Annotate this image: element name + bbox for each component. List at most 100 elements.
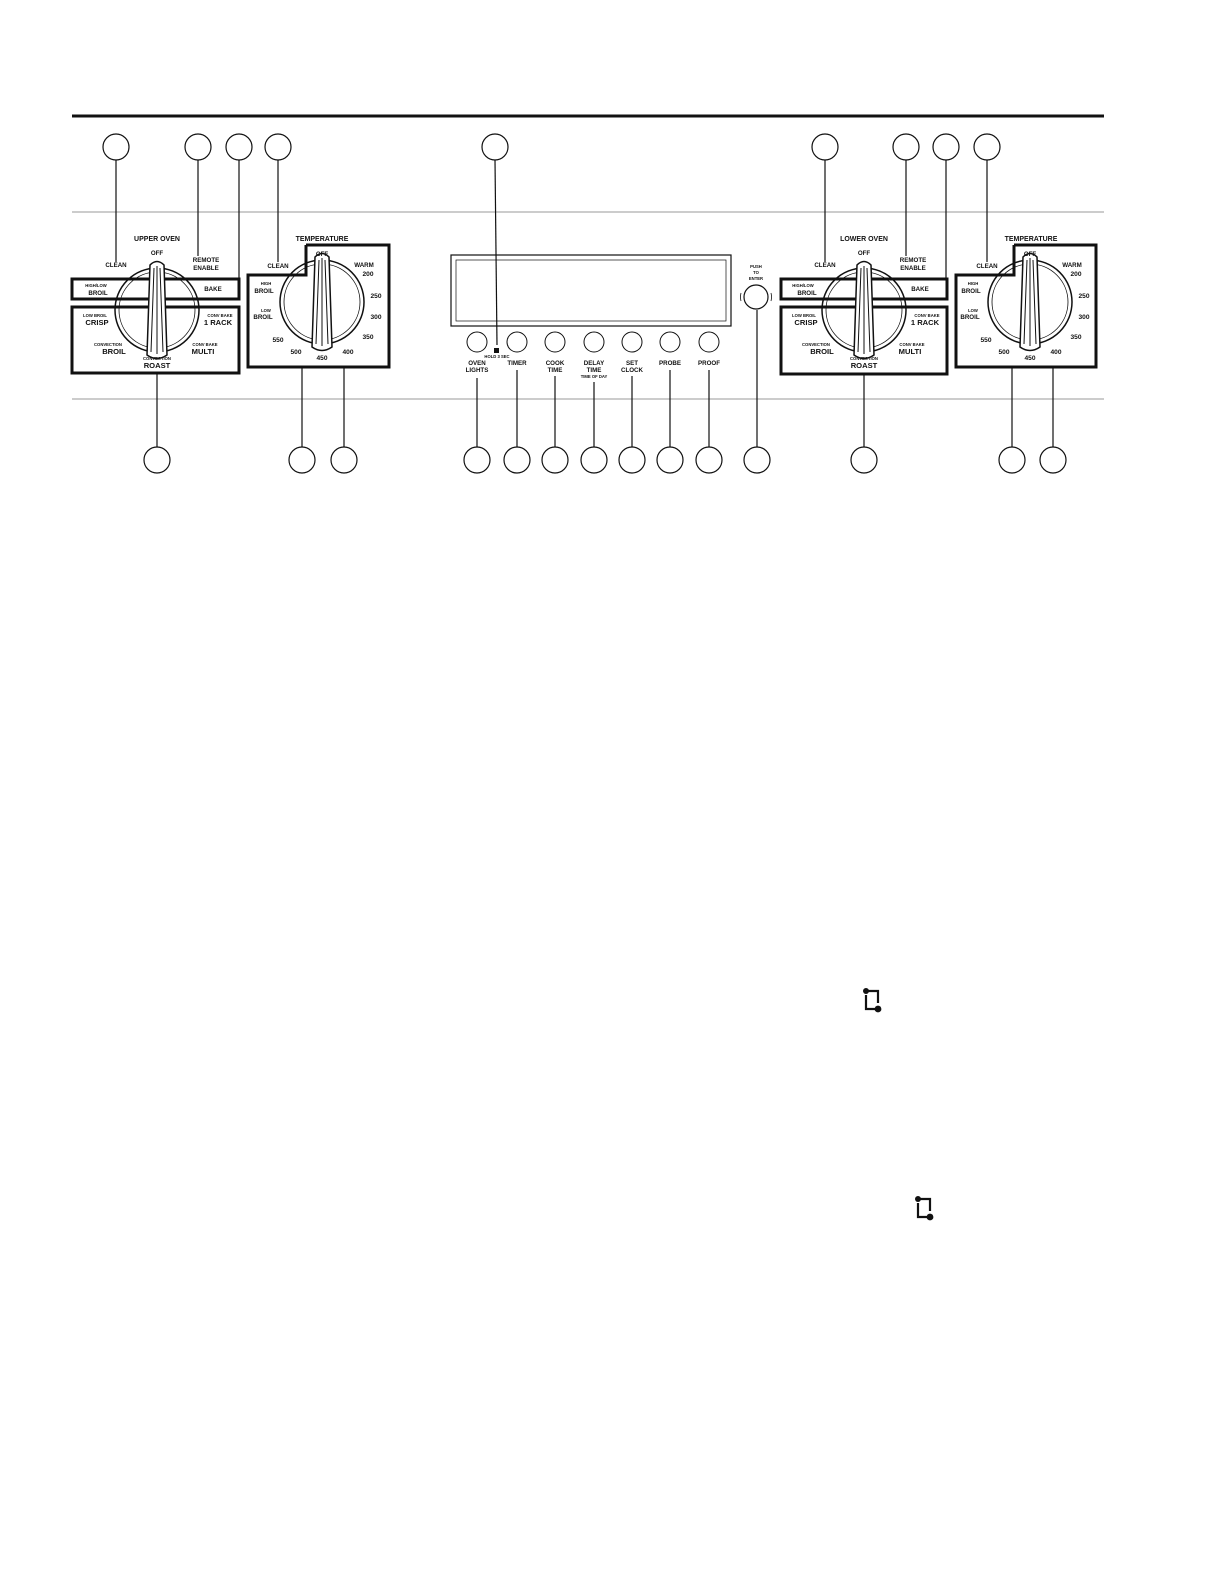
cook-time-label-2: TIME bbox=[548, 367, 563, 374]
upper-oven-temperature-dial-group: TEMPERATURE OFF CLEAN WARM HIGH BROIL LO… bbox=[246, 236, 391, 369]
callout-circle bbox=[892, 133, 920, 161]
delay-time-button[interactable] bbox=[583, 331, 605, 353]
upper-temp-500-label: 500 bbox=[290, 349, 301, 356]
upper-temp-450-label: 450 bbox=[316, 355, 327, 362]
callout-circle bbox=[288, 446, 316, 474]
proof-button[interactable] bbox=[698, 331, 720, 353]
callout-circle bbox=[695, 446, 723, 474]
lower-mode-lowbroil-label: LOW BROIL bbox=[792, 313, 816, 318]
callout-circle bbox=[973, 133, 1001, 161]
upper-temp-300-label: 300 bbox=[370, 314, 381, 321]
push-knob-left-arrow bbox=[740, 292, 742, 302]
lower-temp-knob-grip-shade bbox=[1023, 258, 1037, 346]
upper-temp-250-label: 250 bbox=[370, 293, 381, 300]
lower-temp-300-label: 300 bbox=[1078, 314, 1089, 321]
swap-icon[interactable] bbox=[863, 988, 882, 1013]
lower-mode-crisp-label: CRISP bbox=[794, 318, 817, 327]
upper-temp-knob-grip-shade bbox=[315, 258, 329, 346]
lower-mode-convbroil-label: BROIL bbox=[810, 347, 834, 356]
upper-temp-clean-label: CLEAN bbox=[267, 263, 289, 270]
lower-mode-off-label: OFF bbox=[858, 250, 871, 257]
upper-oven-title: UPPER OVEN bbox=[134, 236, 180, 243]
callout-circle bbox=[850, 446, 878, 474]
oven-lights-label-1: OVEN bbox=[468, 360, 486, 367]
lower-temp-low-label: LOW bbox=[968, 308, 978, 313]
upper-temp-lowbroil-label: BROIL bbox=[253, 314, 272, 321]
hold-lock-indicator bbox=[494, 348, 499, 353]
timer-label: TIMER bbox=[507, 360, 527, 367]
proof-label: PROOF bbox=[698, 360, 720, 367]
lower-mode-1rack-label: 1 RACK bbox=[911, 318, 940, 327]
callout-circle bbox=[463, 446, 491, 474]
lower-mode-convbake2-label: CONV BAKE bbox=[899, 342, 924, 347]
probe-label: PROBE bbox=[659, 360, 681, 367]
upper-temp-off-label: OFF bbox=[316, 251, 329, 258]
upper-oven-mode-dial-group: UPPER OVEN OFF CLEAN REMOTE ENABLE HIGH/… bbox=[70, 236, 241, 375]
callout-circle bbox=[184, 133, 212, 161]
upper-temp-350-label: 350 bbox=[362, 334, 373, 341]
oven-lights-button[interactable] bbox=[466, 331, 488, 353]
upper-mode-enable-label: ENABLE bbox=[193, 265, 218, 272]
callout-circle bbox=[541, 446, 569, 474]
callout-circle bbox=[1039, 446, 1067, 474]
display-window-outer bbox=[450, 254, 732, 327]
callout-circle bbox=[618, 446, 646, 474]
upper-mode-convection-label: CONVECTION bbox=[94, 342, 122, 347]
callout-circle bbox=[656, 446, 684, 474]
upper-temp-550-label: 550 bbox=[272, 337, 283, 344]
to-label: TO bbox=[753, 270, 759, 275]
swap-icon[interactable] bbox=[915, 1196, 934, 1221]
callout-circle bbox=[143, 446, 171, 474]
lower-temp-off-label: OFF bbox=[1024, 251, 1037, 258]
callout-circle bbox=[580, 446, 608, 474]
set-clock-label-1: SET bbox=[626, 360, 638, 367]
cook-time-button[interactable] bbox=[544, 331, 566, 353]
push-label: PUSH bbox=[750, 264, 762, 269]
lower-oven-mode-dial-group: LOWER OVEN OFF CLEAN REMOTE ENABLE HIGH/… bbox=[779, 236, 949, 376]
display-window-inner bbox=[455, 259, 727, 322]
upper-mode-knob-grip-shade bbox=[150, 266, 164, 354]
oven-lights-label-2: LIGHTS bbox=[466, 367, 489, 374]
leader-display bbox=[494, 159, 498, 346]
lower-temp-lowbroil-label: BROIL bbox=[960, 314, 979, 321]
push-to-enter-knob[interactable] bbox=[743, 284, 769, 310]
callout-circle bbox=[264, 133, 292, 161]
lower-mode-convbake-label: CONV BAKE bbox=[914, 313, 939, 318]
upper-temp-highlight-gap bbox=[246, 243, 306, 275]
callout-circle bbox=[998, 446, 1026, 474]
lower-temp-warm-label: WARM bbox=[1062, 262, 1082, 269]
upper-mode-1rack-label: 1 RACK bbox=[204, 318, 233, 327]
lower-temp-highbroil-label: BROIL bbox=[961, 288, 980, 295]
upper-mode-crisp-label: CRISP bbox=[85, 318, 108, 327]
upper-mode-roast-label: ROAST bbox=[144, 361, 171, 370]
enter-label: ENTER bbox=[749, 276, 763, 281]
upper-mode-multi-label: MULTI bbox=[192, 347, 215, 356]
upper-mode-bake-label: BAKE bbox=[204, 286, 222, 293]
set-clock-button[interactable] bbox=[621, 331, 643, 353]
lower-mode-enable-label: ENABLE bbox=[900, 265, 925, 272]
lower-mode-knob-grip-shade bbox=[857, 266, 871, 354]
lower-temp-350-label: 350 bbox=[1070, 334, 1081, 341]
lower-mode-convection-label: CONVECTION bbox=[802, 342, 830, 347]
lower-temp-highlight-corner bbox=[954, 245, 1016, 367]
upper-mode-broil-label: BROIL bbox=[88, 290, 107, 297]
lower-temp-high-label: HIGH bbox=[968, 281, 978, 286]
callout-circle bbox=[811, 133, 839, 161]
lower-oven-title: LOWER OVEN bbox=[840, 236, 888, 243]
callouts-top bbox=[102, 133, 1001, 346]
lower-mode-broil-label: BROIL bbox=[797, 290, 816, 297]
upper-temp-low-label: LOW bbox=[261, 308, 271, 313]
upper-mode-lowbroil-label: LOW BROIL bbox=[83, 313, 107, 318]
upper-temp-highbroil-label: BROIL bbox=[254, 288, 273, 295]
lower-temp-450-label: 450 bbox=[1024, 355, 1035, 362]
timer-button[interactable] bbox=[506, 331, 528, 353]
hold-3-sec-label: HOLD 3 SEC bbox=[484, 354, 509, 359]
lower-temp-250-label: 250 bbox=[1078, 293, 1089, 300]
upper-mode-highlow-label: HIGH/LOW bbox=[85, 283, 106, 288]
upper-mode-off-label: OFF bbox=[151, 250, 164, 257]
upper-mode-remote-label: REMOTE bbox=[193, 257, 219, 264]
upper-temp-title: TEMPERATURE bbox=[296, 236, 349, 243]
center-controls-group: HOLD 3 SEC OVEN LIGHTS TIMER COOK TIME D… bbox=[450, 254, 772, 379]
upper-mode-convbroil-label: BROIL bbox=[102, 347, 126, 356]
probe-button[interactable] bbox=[659, 331, 681, 353]
